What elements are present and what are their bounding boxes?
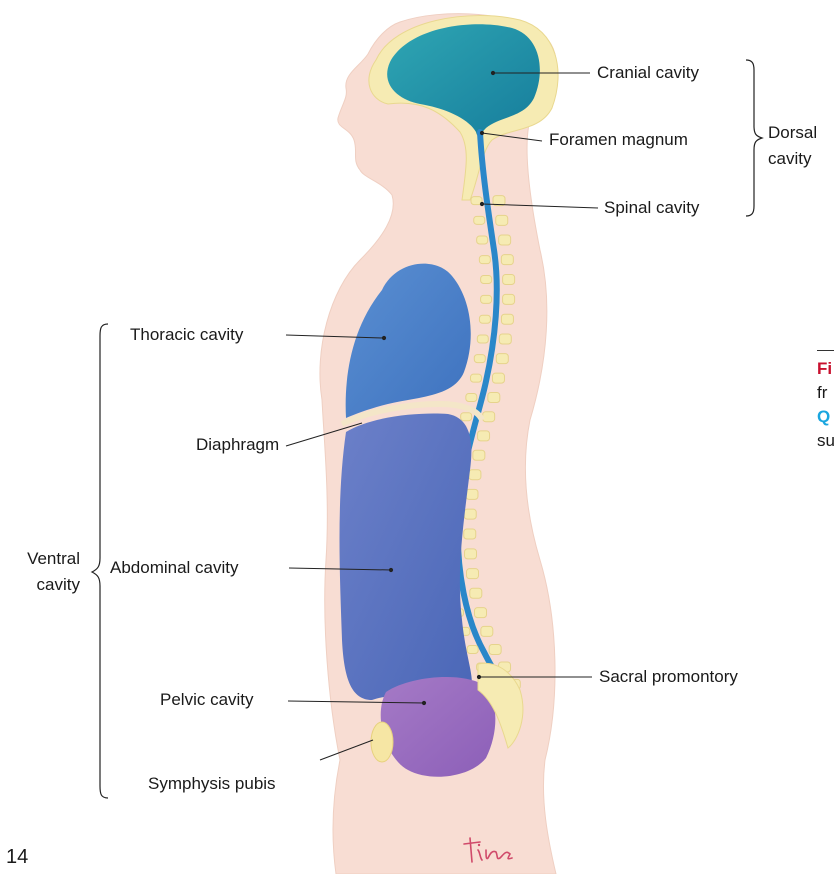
label-spinal-cavity: Spinal cavity	[604, 198, 699, 218]
label-cranial-cavity: Cranial cavity	[597, 63, 699, 83]
caption-line-1: fr	[817, 381, 834, 405]
dot-abdominal	[389, 568, 392, 571]
label-foramen-magnum: Foramen magnum	[549, 130, 688, 150]
dorsal-cavity-brace	[746, 60, 762, 216]
vertebra	[466, 489, 478, 499]
abdominal-cavity-region	[340, 414, 472, 700]
label-ventral-cavity-line2: cavity	[10, 575, 80, 595]
dot-spinal	[480, 202, 483, 205]
caption-line-2: su	[817, 429, 834, 453]
caption-figure-label: Fi	[817, 357, 834, 381]
label-pelvic-cavity: Pelvic cavity	[160, 690, 254, 710]
dot-pelvic	[422, 701, 425, 704]
vertebra-body	[481, 276, 492, 284]
vertebra	[464, 529, 476, 539]
page-number: 14	[6, 846, 28, 868]
vertebra-body	[470, 374, 481, 382]
caption-question-label: Q	[817, 405, 834, 429]
vertebra	[492, 373, 504, 383]
vertebra-body	[479, 315, 490, 323]
vertebra-body	[481, 295, 492, 303]
pelvic-cavity-region	[381, 677, 496, 777]
vertebra	[465, 549, 477, 559]
dot-sacral	[477, 675, 480, 678]
vertebra	[503, 275, 515, 285]
vertebra	[489, 644, 501, 654]
vertebra	[481, 626, 493, 636]
vertebra	[464, 509, 476, 519]
dot-thoracic	[382, 336, 385, 339]
vertebra	[488, 392, 500, 402]
vertebra-body	[477, 236, 488, 244]
label-thoracic-cavity: Thoracic cavity	[130, 325, 243, 345]
vertebra	[475, 608, 487, 618]
vertebra	[483, 412, 495, 422]
vertebra	[499, 334, 511, 344]
vertebra	[501, 255, 513, 265]
vertebra	[496, 354, 508, 364]
vertebra-body	[467, 645, 478, 653]
dot-cranial	[491, 71, 494, 74]
vertebra	[470, 588, 482, 598]
vertebra	[501, 314, 513, 324]
dot-foramen	[480, 131, 483, 134]
label-sacral-promontory: Sacral promontory	[599, 667, 738, 687]
ventral-cavity-brace	[92, 324, 108, 798]
vertebra	[467, 569, 479, 579]
vertebra-body	[479, 256, 490, 264]
vertebra	[503, 294, 515, 304]
vertebra	[496, 215, 508, 225]
vertebra-body	[477, 335, 488, 343]
vertebra	[499, 235, 511, 245]
vertebra-body	[461, 413, 472, 421]
vertebra-body	[474, 355, 485, 363]
symphysis-pubis-bone	[371, 722, 393, 762]
label-diaphragm: Diaphragm	[196, 435, 279, 455]
label-ventral-cavity-line1: Ventral	[10, 549, 80, 569]
caption-rule	[817, 350, 834, 351]
vertebra	[473, 450, 485, 460]
vertebra	[469, 470, 481, 480]
label-symphysis-pubis: Symphysis pubis	[148, 774, 276, 794]
label-dorsal-cavity-line2: cavity	[768, 149, 811, 169]
vertebra	[478, 431, 490, 441]
vertebra-body	[474, 216, 485, 224]
vertebra-body	[466, 393, 477, 401]
artist-signature-icon	[462, 828, 522, 868]
label-abdominal-cavity: Abdominal cavity	[110, 558, 239, 578]
figure-caption-fragment: Fi fr Q su	[817, 340, 834, 453]
label-dorsal-cavity-line1: Dorsal	[768, 123, 817, 143]
